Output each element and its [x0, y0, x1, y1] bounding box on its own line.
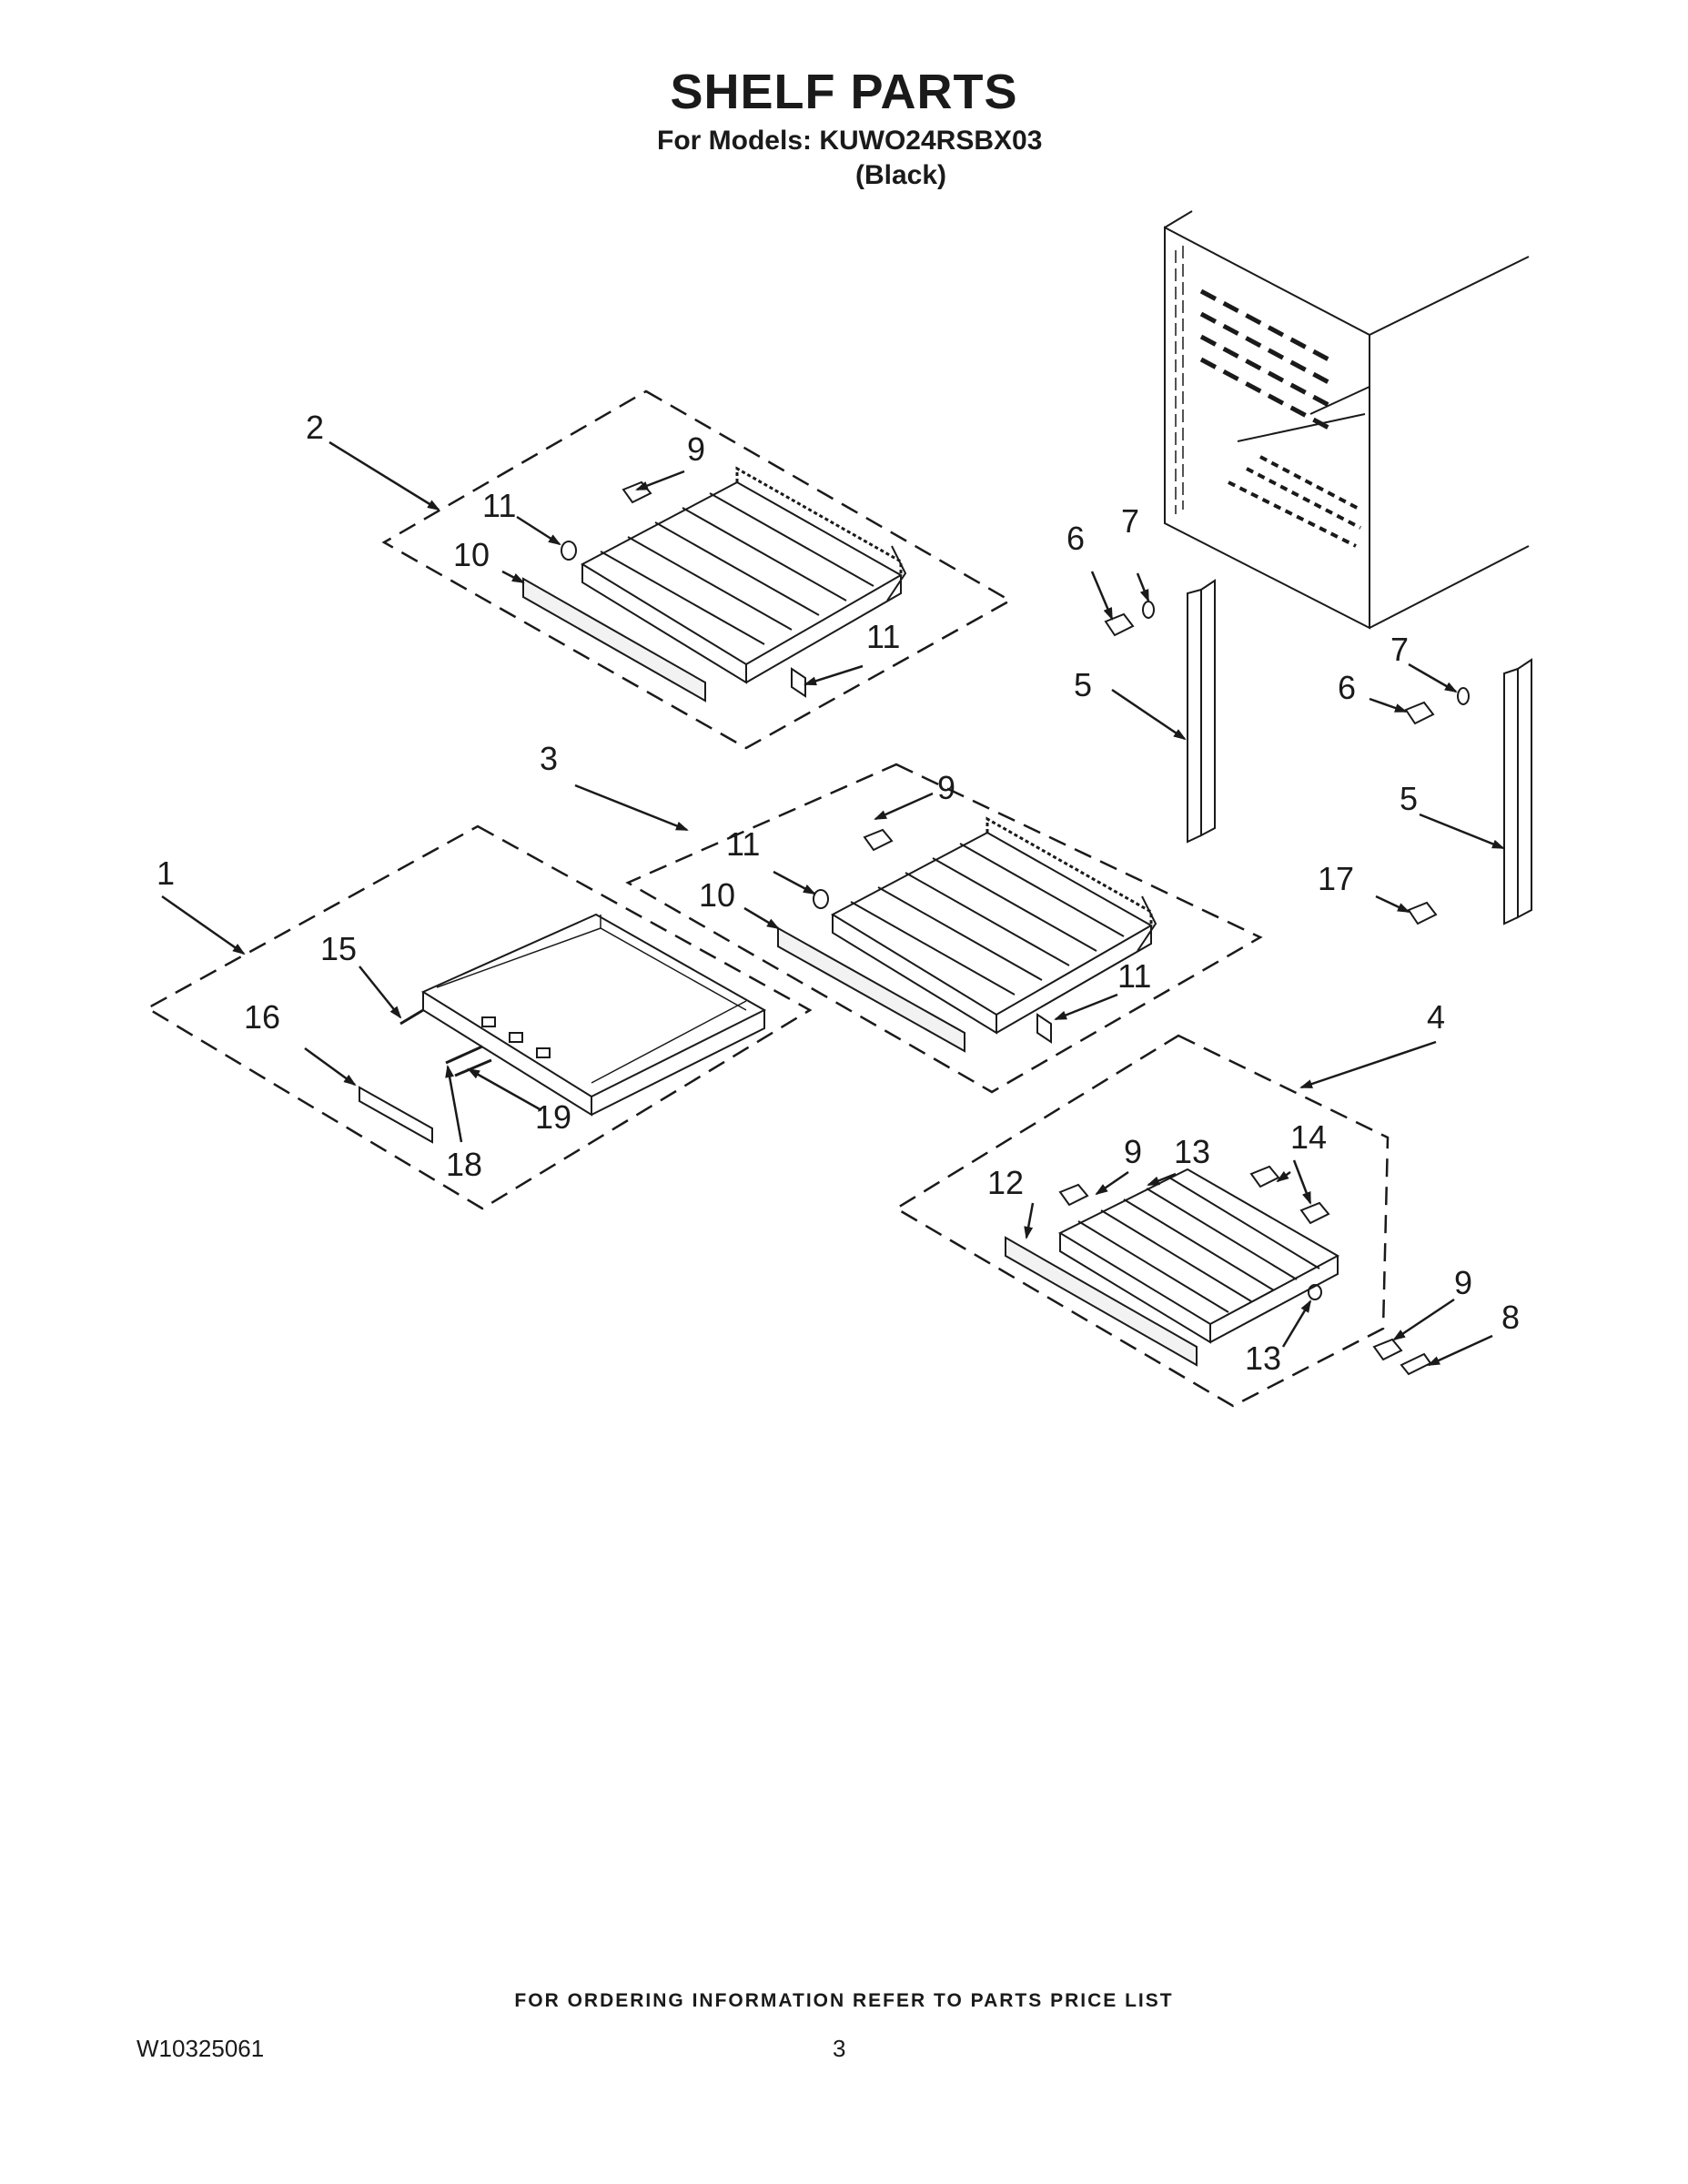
callout-8: 8: [1501, 1299, 1520, 1336]
callout-9: 9: [1124, 1133, 1142, 1170]
shelf-2: [522, 466, 907, 703]
leader-lines: [161, 440, 1505, 1367]
page-title: SHELF PARTS: [670, 65, 1018, 119]
callout-6: 6: [1066, 520, 1085, 557]
callout-18: 18: [446, 1146, 482, 1183]
callout-4: 4: [1427, 998, 1445, 1036]
model-info: For Models: KUWO24RSBX03 (Black): [657, 124, 1042, 193]
page-number: 3: [833, 2035, 846, 2062]
cabinet-corner: [1164, 210, 1530, 630]
document-number: W10325061: [136, 2035, 265, 2062]
group-outlines: [145, 389, 1390, 1408]
callout-5: 5: [1400, 780, 1418, 817]
callout-9: 9: [687, 430, 705, 468]
callout-7: 7: [1121, 502, 1139, 540]
callout-11: 11: [1117, 957, 1151, 995]
shelf-3: [777, 816, 1157, 1053]
model-variant: (Black): [855, 160, 947, 190]
callout-9: 9: [937, 769, 955, 806]
shelf-1: [359, 913, 767, 1144]
callout-15: 15: [320, 930, 357, 967]
callout-19: 19: [535, 1098, 571, 1136]
callout-10: 10: [453, 536, 490, 573]
callout-11: 11: [866, 618, 900, 655]
callout-1: 1: [157, 854, 175, 892]
shelf-4: [1005, 1165, 1432, 1376]
callout-3: 3: [540, 740, 558, 777]
callout-11: 11: [482, 487, 516, 524]
callout-labels: 1 2 3 4 5 5 6 6 7 7 8 9 9 9 9 10 10 11 1…: [157, 409, 1520, 1377]
ordering-note: FOR ORDERING INFORMATION REFER TO PARTS …: [514, 1990, 1174, 2011]
side-rails: [1104, 579, 1532, 925]
callout-9: 9: [1454, 1264, 1472, 1301]
outline-group-2: [381, 389, 1013, 750]
callout-6: 6: [1338, 669, 1356, 706]
outline-group-1: [145, 824, 813, 1210]
outline-group-3: [625, 763, 1263, 1094]
callout-17: 17: [1318, 860, 1354, 897]
callout-13: 13: [1174, 1133, 1210, 1170]
callout-14: 14: [1290, 1118, 1327, 1156]
callout-12: 12: [987, 1164, 1024, 1201]
callout-13: 13: [1245, 1340, 1281, 1377]
callout-16: 16: [244, 998, 280, 1036]
callout-11: 11: [726, 825, 760, 863]
callout-7: 7: [1390, 631, 1409, 668]
callout-10: 10: [699, 876, 735, 914]
outline-group-4: [894, 1034, 1390, 1408]
callout-5: 5: [1074, 666, 1092, 703]
callout-2: 2: [306, 409, 324, 446]
models-line: For Models: KUWO24RSBX03: [657, 126, 1043, 156]
